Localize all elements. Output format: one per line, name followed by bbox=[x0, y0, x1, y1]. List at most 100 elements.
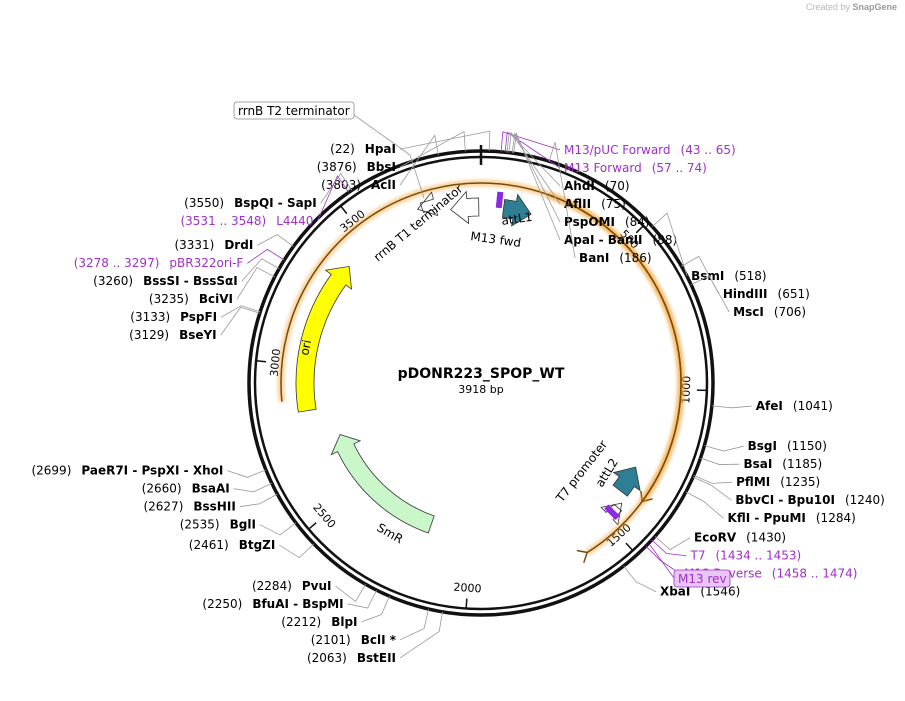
feature-label-smr: SmR bbox=[375, 520, 406, 546]
watermark-prefix: Created by bbox=[805, 2, 850, 12]
site-pspomi: PspOMI (84) bbox=[564, 215, 650, 229]
site-name: HindIII bbox=[723, 287, 768, 301]
site-leader-afei bbox=[711, 405, 752, 409]
site-position: (1041) bbox=[793, 399, 833, 413]
site-position: (2063) bbox=[307, 651, 347, 665]
site-leader-bspqi-sapi bbox=[320, 172, 353, 204]
site-position: (1235) bbox=[780, 475, 820, 489]
site-position: (186) bbox=[619, 251, 651, 265]
feature-kanr-arrowhead bbox=[576, 549, 589, 563]
site-position: (3133) bbox=[130, 310, 170, 324]
site-position: (1240) bbox=[845, 493, 885, 507]
site-leader-acli bbox=[399, 134, 439, 186]
callout-box-rrnb-t2 bbox=[233, 101, 355, 120]
site-position: (70) bbox=[605, 179, 630, 193]
site-pbr322ori-f: pBR322ori-F(3278 .. 3297) bbox=[74, 256, 244, 270]
site-name: BseYI bbox=[179, 328, 217, 342]
site-name: AflII bbox=[564, 197, 591, 211]
site-name: BssHII bbox=[193, 500, 235, 514]
site-leader-paer7i-pspxi-xhoi bbox=[227, 469, 267, 478]
site-position: (3531 .. 3548) bbox=[180, 214, 266, 228]
site-labels: HpaI(22)BbsI(3876)AclI(3803)BspQI - SapI… bbox=[31, 130, 885, 665]
feature-ori bbox=[295, 265, 353, 413]
site-position: (1546) bbox=[700, 585, 740, 599]
site-leader-bcli bbox=[399, 608, 430, 641]
site-name: BbsI bbox=[367, 160, 396, 174]
site-pvui: PvuI(2284) bbox=[252, 579, 332, 593]
site-name: AfeI bbox=[756, 399, 783, 413]
site-position: (88) bbox=[653, 233, 678, 247]
site-paer7i-pspxi-xhoi: PaeR7I - PspXI - XhoI(2699) bbox=[31, 464, 223, 478]
feature-layer bbox=[277, 179, 685, 563]
site-position: (1458 .. 1474) bbox=[772, 567, 858, 581]
site-position: (2660) bbox=[142, 482, 182, 496]
site-hpai: HpaI(22) bbox=[330, 142, 396, 156]
site-name: BciVI bbox=[199, 292, 233, 306]
site-leader-blpi bbox=[361, 596, 390, 623]
site-leader-pbr322ori-f bbox=[247, 248, 285, 264]
site-leader-btgzi bbox=[279, 543, 315, 559]
site-leader-m13-forward bbox=[504, 131, 561, 169]
site-name: BssSI - BssSαI bbox=[143, 274, 238, 288]
site-leader-bsssi-bsss-i bbox=[241, 258, 280, 282]
site-bani: BanI(186) bbox=[579, 251, 652, 265]
site-ecorv: EcoRV (1430) bbox=[694, 531, 786, 545]
tick-3500 bbox=[340, 205, 348, 215]
feature-label-ori: ori bbox=[297, 338, 314, 356]
site-name: AhdI bbox=[564, 179, 595, 193]
plasmid-name: pDONR223_SPOP_WT bbox=[398, 366, 565, 382]
site-xbai: XbaI(1546) bbox=[660, 585, 740, 599]
site-bsgi: BsgI(1150) bbox=[748, 439, 827, 453]
site-bsmi: BsmI(518) bbox=[691, 269, 767, 283]
site-position: (3803) bbox=[321, 178, 361, 192]
site-name: L4440 bbox=[276, 214, 313, 228]
site-position: (2535) bbox=[180, 518, 220, 532]
site-name: M13 Forward bbox=[564, 161, 642, 175]
site-position: (2250) bbox=[202, 597, 242, 611]
site-bsssi-bsss-i: BssSI - BssSαI(3260) bbox=[93, 274, 238, 288]
site-leader-bbvci-bpu10i bbox=[692, 476, 732, 501]
site-name: DrdI bbox=[224, 238, 253, 252]
site-kfli-ppumi: KflI - PpuMI(1284) bbox=[728, 511, 856, 525]
site-name: MscI bbox=[733, 305, 764, 319]
site-name: PspOMI bbox=[564, 215, 615, 229]
site-position: (1430) bbox=[746, 531, 786, 545]
site-position: (2101) bbox=[311, 633, 351, 647]
site-position: (1434 .. 1453) bbox=[716, 549, 802, 563]
site-leader-bsmi bbox=[652, 212, 688, 276]
site-position: (3550) bbox=[184, 196, 224, 210]
tick-2000 bbox=[465, 598, 468, 609]
site-name: EcoRV bbox=[694, 531, 737, 545]
site-position: (2212) bbox=[281, 615, 321, 629]
site-leader-bsteii bbox=[399, 611, 443, 659]
site-name: BfuAI - BspMI bbox=[252, 597, 343, 611]
site-position: (57 .. 74) bbox=[652, 161, 707, 175]
tick-2500 bbox=[308, 522, 317, 530]
site-name: BclI * bbox=[361, 633, 397, 647]
site-bsai: BsaI(1185) bbox=[743, 457, 822, 471]
site-hindiii: HindIII (651) bbox=[723, 287, 810, 301]
site-name: pBR322ori-F bbox=[169, 256, 243, 270]
site-leader-xbai bbox=[623, 565, 657, 593]
site-position: (84) bbox=[625, 215, 650, 229]
site-position: (1150) bbox=[787, 439, 827, 453]
site-name: PspFI bbox=[180, 310, 217, 324]
site-leader-ecorv bbox=[654, 536, 691, 551]
site-position: (651) bbox=[778, 287, 810, 301]
site-leader-bani bbox=[548, 142, 576, 258]
site-position: (2699) bbox=[31, 464, 71, 478]
site-leader-msci bbox=[690, 275, 730, 313]
site-bcivi: BciVI (3235) bbox=[149, 292, 233, 306]
site-bsteii: BstEII(2063) bbox=[307, 651, 396, 665]
site-leader-l4440 bbox=[317, 175, 350, 222]
site-position: (706) bbox=[774, 305, 806, 319]
site-leader-drdi bbox=[257, 234, 294, 247]
feature-rrnb-t1-terminator bbox=[450, 190, 480, 225]
site-position: (3235) bbox=[149, 292, 189, 306]
site-bcli: BclI * (2101) bbox=[311, 633, 397, 647]
site-leader-bcivi bbox=[236, 267, 275, 300]
site-bsshii: BssHII(2627) bbox=[143, 500, 235, 514]
site-blpi: BlpI(2212) bbox=[281, 615, 357, 629]
site-leader-kfli-ppumi bbox=[685, 491, 724, 519]
site-position: (3876) bbox=[317, 160, 357, 174]
